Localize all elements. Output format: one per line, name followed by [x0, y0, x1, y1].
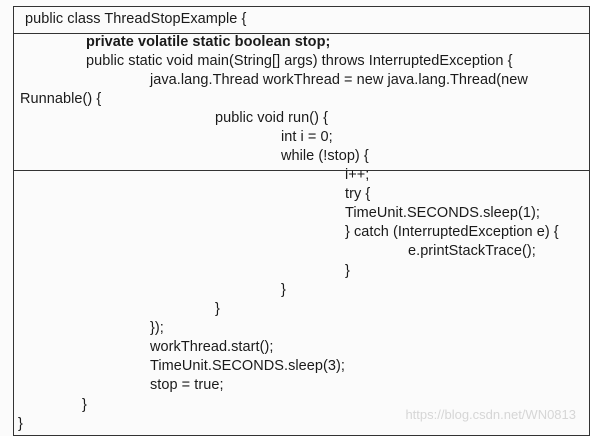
code-line-thread-start: workThread.start();: [150, 339, 274, 355]
code-line-thread-creation: java.lang.Thread workThread = new java.l…: [150, 72, 528, 88]
code-line-sleep-3: TimeUnit.SECONDS.sleep(3);: [150, 358, 345, 374]
code-line-sleep-1: TimeUnit.SECONDS.sleep(1);: [345, 205, 540, 221]
code-line-try: try {: [345, 186, 371, 202]
code-line-close-runnable: });: [150, 320, 164, 336]
code-line-stop-assignment: stop = true;: [150, 377, 224, 393]
watermark-text: https://blog.csdn.net/WN0813: [405, 407, 576, 422]
code-line-while-loop: while (!stop) {: [281, 148, 369, 164]
code-line-class-declaration: public class ThreadStopExample {: [25, 11, 247, 27]
code-line-close-while: }: [281, 282, 286, 298]
code-line-increment: i++;: [345, 167, 370, 183]
code-line-main-method: public static void main(String[] args) t…: [86, 53, 513, 69]
code-line-stop-field: private volatile static boolean stop;: [86, 34, 331, 50]
code-line-print-stack-trace: e.printStackTrace();: [408, 243, 536, 259]
code-line-close-run: }: [215, 301, 220, 317]
code-line-close-main: }: [82, 397, 87, 413]
code-line-close-class: }: [18, 416, 23, 432]
code-line-run-method: public void run() {: [215, 110, 328, 126]
code-line-runnable: Runnable() {: [20, 91, 102, 107]
code-line-catch: } catch (InterruptedException e) {: [345, 224, 559, 240]
code-line-int-i: int i = 0;: [281, 129, 333, 145]
code-line-close-catch: }: [345, 263, 350, 279]
